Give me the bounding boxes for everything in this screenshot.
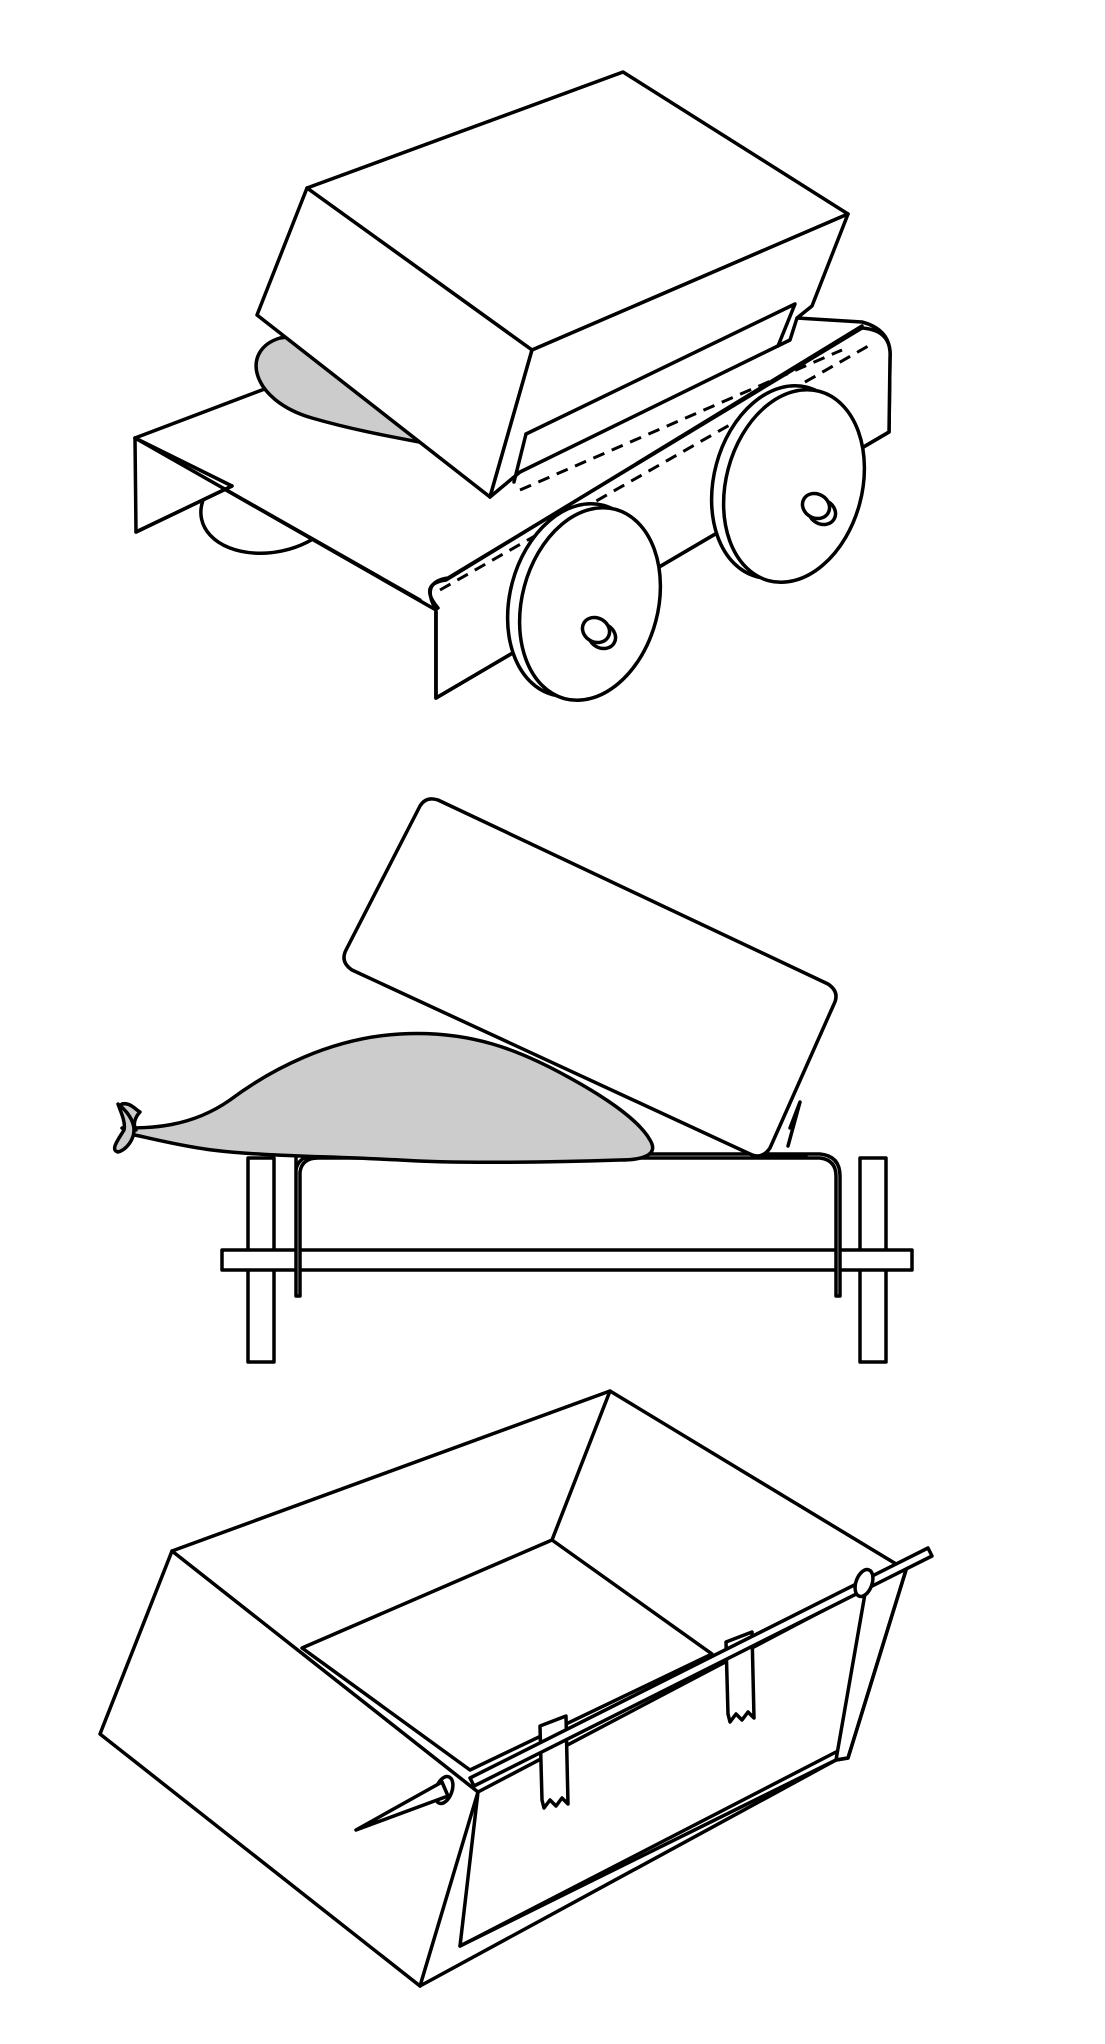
axle-stub <box>580 615 618 651</box>
chassis-side <box>294 1152 842 1298</box>
rear-right-wheel <box>709 383 867 585</box>
balloon-body <box>120 1031 655 1165</box>
lid <box>342 797 838 1158</box>
body-box <box>255 70 850 499</box>
cart-perspective-figure <box>133 70 892 703</box>
balloon-neck <box>112 1102 136 1154</box>
box <box>98 1389 908 1988</box>
axle-rod <box>354 1546 934 1832</box>
cart-side-view-figure <box>112 797 914 1364</box>
balloon-icon <box>112 1031 655 1165</box>
axle-stub <box>800 491 838 527</box>
axle <box>220 1248 914 1272</box>
front-right-wheel <box>505 501 663 703</box>
box-with-axle-figure <box>98 1389 934 1988</box>
